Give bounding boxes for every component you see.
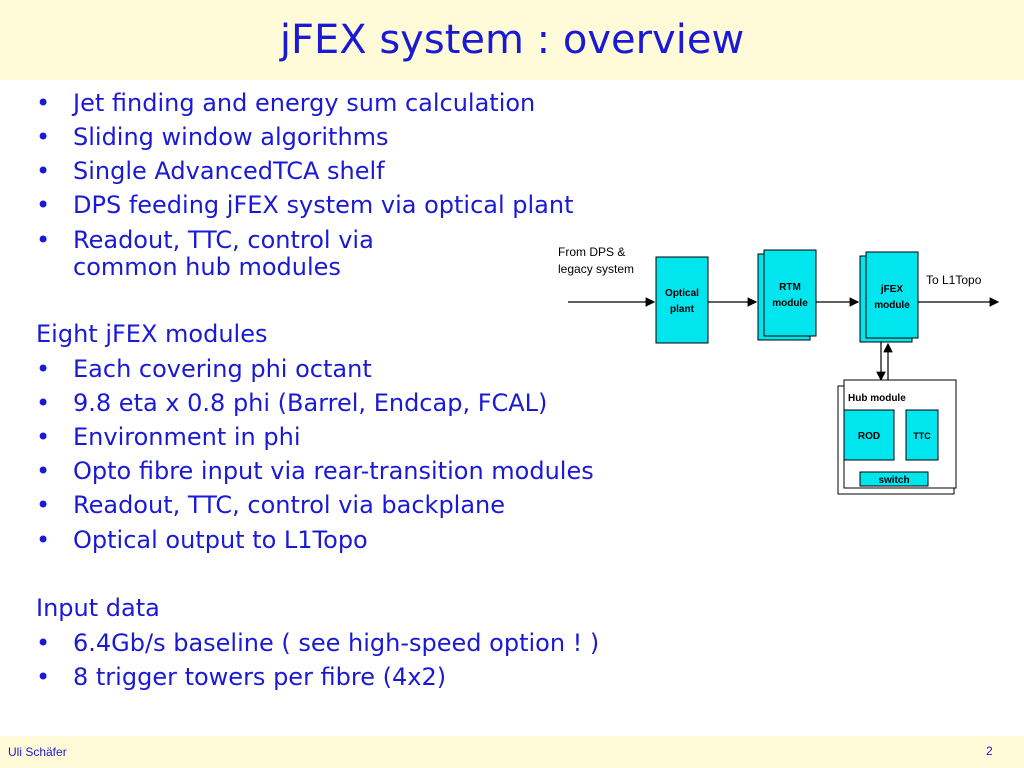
bullet-marker: • (36, 226, 51, 254)
bullet-text: Optical output to L1Topo (73, 526, 368, 554)
bullet-text: 9.8 eta x 0.8 phi (Barrel, Endcap, FCAL) (73, 389, 548, 417)
bullet-marker: • (36, 629, 51, 657)
bullet-marker: • (36, 191, 51, 219)
hub-module-block: Hub module ROD TTC switch (837, 379, 957, 495)
footer-author: Uli Schäfer (8, 745, 67, 759)
bullet-marker: • (36, 457, 51, 485)
svg-text:Optical: Optical (665, 288, 699, 299)
bullet-marker: • (36, 89, 51, 117)
bullet-text: Each covering phi octant (73, 355, 372, 383)
bullet-marker: • (36, 389, 51, 417)
ttc-label: TTC (913, 431, 931, 441)
rod-label: ROD (858, 431, 880, 442)
svg-text:RTM: RTM (779, 282, 801, 293)
bullet-text: common hub modules (73, 253, 341, 281)
ttc-block (905, 409, 939, 461)
footer-bar (0, 736, 1024, 768)
section-heading: Input data (36, 594, 160, 622)
jfex-module-block: jFEX module (859, 251, 919, 343)
bullet-marker: • (36, 123, 51, 151)
bullet-text: 6.4Gb/s baseline ( see high-speed option… (73, 629, 600, 657)
output-label: To L1Topo (926, 273, 982, 287)
switch-block (859, 471, 929, 487)
system-block-diagram: From DPS & legacy system Optical plant R… (558, 245, 1000, 495)
slide-title: jFEX system : overview (279, 17, 745, 63)
bullet-marker: • (36, 157, 51, 185)
bullet-text: Single AdvancedTCA shelf (73, 157, 385, 185)
switch-label: switch (878, 475, 909, 486)
svg-text:module: module (874, 300, 910, 311)
input-label: legacy system (558, 262, 634, 276)
bullet-text: Sliding window algorithms (73, 123, 389, 151)
bullet-text: Opto fibre input via rear-transition mod… (73, 457, 594, 485)
svg-text:plant: plant (670, 304, 695, 315)
rtm-module-block: RTM module (757, 249, 817, 341)
bullet-text: DPS feeding jFEX system via optical plan… (73, 191, 574, 219)
hub-title: Hub module (848, 393, 906, 404)
title-bar (0, 0, 1024, 80)
svg-text:jFEX: jFEX (880, 284, 904, 295)
bullet-marker: • (36, 491, 51, 519)
bullet-text: Jet finding and energy sum calculation (73, 89, 536, 117)
bullet-text: Readout, TTC, control via (73, 226, 374, 254)
bullet-marker: • (36, 423, 51, 451)
svg-text:module: module (772, 298, 808, 309)
optical-plant-block: Optical plant (655, 256, 709, 344)
rod-block (843, 409, 895, 461)
page-number: 2 (986, 744, 993, 758)
bullet-marker: • (36, 663, 51, 691)
section-heading: Eight jFEX modules (36, 320, 268, 348)
bullet-text: Readout, TTC, control via backplane (73, 491, 506, 519)
bullet-marker: • (36, 526, 51, 554)
bullet-marker: • (36, 355, 51, 383)
input-label: From DPS & (558, 245, 625, 259)
bullet-text: Environment in phi (73, 423, 301, 451)
bullet-text: 8 trigger towers per fibre (4x2) (73, 663, 447, 691)
